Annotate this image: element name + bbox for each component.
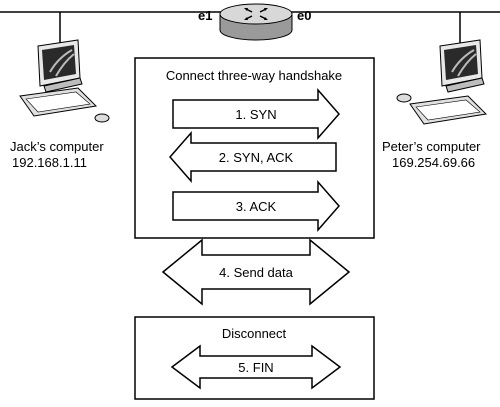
send-data-arrow <box>161 238 351 306</box>
send-data-label: 4. Send data <box>219 265 293 280</box>
desktop-computer-icon <box>396 39 488 125</box>
jack-ip-label: 192.168.1.11 <box>12 155 87 170</box>
syn-label: 1. SYN <box>235 107 276 122</box>
syn-ack-label: 2. SYN, ACK <box>219 150 294 165</box>
peter-computer-label: Peter’s computer <box>382 139 481 154</box>
disconnect-title: Disconnect <box>222 326 287 341</box>
ack-arrow <box>172 180 340 232</box>
desktop-computer-icon <box>19 39 110 123</box>
router-port-e1: e1 <box>198 8 212 23</box>
syn-ack-arrow <box>169 131 337 183</box>
handshake-title: Connect three-way handshake <box>166 68 342 83</box>
fin-label: 5. FIN <box>238 360 273 375</box>
fin-arrow <box>170 344 342 390</box>
syn-arrow <box>172 88 340 140</box>
peter-ip-label: 169.254.69.66 <box>392 155 475 170</box>
ack-label: 3. ACK <box>236 199 277 214</box>
router-port-e0: e0 <box>297 8 311 23</box>
router-icon <box>219 3 293 41</box>
jack-computer-label: Jack’s computer <box>10 139 104 154</box>
